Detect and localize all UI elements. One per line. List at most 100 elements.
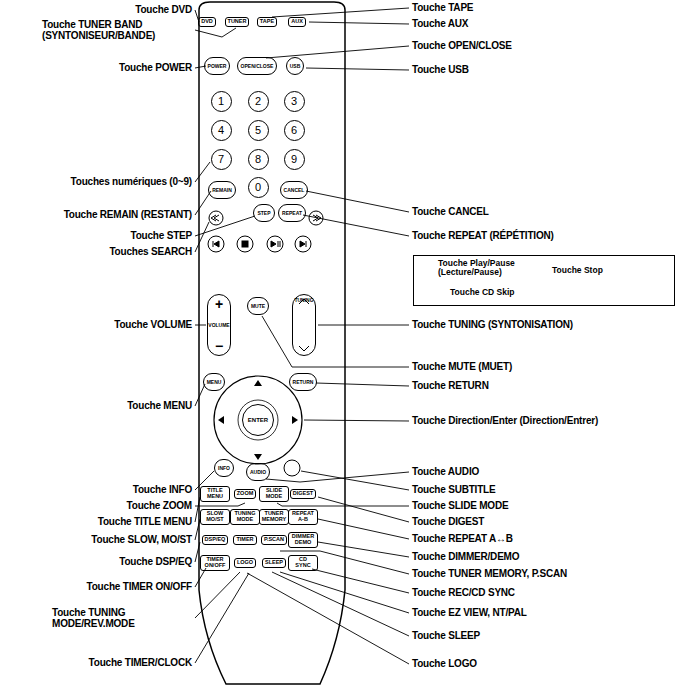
callout-label: Touche USB: [412, 64, 469, 76]
callout-label: Touche DIGEST: [412, 516, 484, 528]
leader-line: [195, 573, 249, 663]
enter-button: ENTER: [242, 404, 274, 436]
button-text: SLOW MO/ST: [203, 511, 227, 523]
leader-line: [272, 572, 409, 636]
button-text: MUTE: [251, 303, 265, 309]
number-button: 9: [284, 149, 305, 170]
button-key: DSP/EQ: [202, 535, 229, 545]
round-button: REMAIN: [208, 181, 236, 199]
callout-label: Touche VOLUME: [114, 319, 192, 331]
button-text: REPEAT: [282, 210, 302, 216]
button-text: CANCEL: [284, 187, 305, 193]
button-key: DIMMER DEMO: [288, 532, 318, 548]
button-text: DIMMER DEMO: [291, 534, 315, 546]
callout-label: Touche SLIDE MODE: [412, 500, 508, 512]
button-text: STEP: [257, 210, 270, 216]
button-text: TIMER ON/OFF: [203, 557, 227, 569]
button-text: RETURN: [293, 379, 314, 385]
button-text: 4: [218, 124, 224, 136]
number-button: 4: [211, 120, 232, 141]
leader-line: [303, 215, 409, 236]
number-button: 7: [211, 149, 232, 170]
leader-line: [247, 573, 409, 664]
button-text: TUNING MODE: [233, 511, 257, 523]
button-key: TUNING MODE: [230, 509, 260, 525]
leader-line: [318, 325, 409, 326]
button-key: TUNER: [225, 17, 250, 27]
callout-label: Touche DVD: [135, 4, 192, 16]
button-text: 6: [291, 124, 297, 136]
number-button: 3: [284, 91, 305, 112]
callout-label: Touche CANCEL: [412, 206, 489, 218]
round-button: OPEN/CLOSE: [237, 57, 278, 75]
button-text: AUX: [291, 19, 303, 25]
button-text: Touche Play/Pause (Lecture/Pause): [438, 259, 534, 278]
round-button: MUTE: [247, 297, 269, 315]
callout-label: Touche RETURN: [412, 380, 489, 392]
round-button: INFO: [214, 459, 234, 477]
button-text: POWER: [208, 63, 227, 69]
button-key: TITLE MENU: [200, 486, 230, 502]
button-key: P.SCAN: [261, 535, 287, 545]
callout-label: Touche SLEEP: [412, 630, 480, 642]
callout-label: Touche ZOOM: [127, 500, 192, 512]
callout-label: Touche TAPE: [412, 2, 473, 14]
button-key: SLIDE MODE: [259, 486, 289, 502]
button-text: ENTER: [248, 417, 268, 423]
callout-label: Touche EZ VIEW, NT/PAL: [412, 607, 527, 619]
button-text: MENU: [207, 379, 222, 385]
rocker-button: +VOLUME−: [207, 294, 231, 356]
button-text: OPEN/CLOSE: [241, 63, 274, 69]
callout-label: Touche OPEN/CLOSE: [412, 40, 512, 52]
leader-line: [195, 572, 240, 618]
button-key: LOGO: [234, 558, 256, 568]
callout-label: Touche DSP/EQ: [119, 556, 192, 568]
button-text: 9: [291, 153, 297, 165]
leader-line: [262, 316, 409, 367]
callout-label: Touche SLOW, MO/ST: [91, 534, 192, 546]
button-text: +: [215, 297, 223, 311]
callout-label: Touche AUDIO: [412, 466, 479, 478]
button-text: TUNER: [228, 19, 247, 25]
direction-pad: [214, 376, 302, 464]
leader-line: [195, 162, 210, 182]
leader-line: [318, 542, 409, 557]
round-button: CANCEL: [280, 181, 309, 199]
button-text: TITLE MENU: [203, 488, 227, 500]
button-text: CD SYNC: [291, 557, 315, 569]
button-text: SLEEP: [265, 560, 283, 566]
leader-line: [195, 28, 236, 37]
callout-label: Touches SEARCH: [109, 246, 192, 258]
button-key: CD SYNC: [288, 555, 318, 571]
round-button: POWER: [204, 57, 231, 75]
leader-line: [312, 569, 409, 593]
number-button: 2: [248, 91, 269, 112]
number-button: 8: [248, 149, 269, 170]
button-text: DIGEST: [293, 491, 313, 497]
callout-label: Touche LOGO: [412, 658, 477, 670]
callout-label: Touche AUX: [412, 18, 468, 30]
button-key: TIMER ON/OFF: [200, 555, 230, 571]
transport-buttons: [208, 236, 311, 252]
button-text: ZOOM: [237, 491, 254, 497]
callout-label: Touche REPEAT (RÉPÉTITION): [412, 230, 554, 242]
button-text: USB: [290, 63, 301, 69]
button-text: TUNER MEMORY: [262, 511, 287, 523]
button-text: INFO: [218, 465, 230, 471]
button-key: DVD: [198, 17, 216, 27]
leader-line: [306, 68, 409, 70]
number-button: 1: [211, 91, 232, 112]
button-key: ZOOM: [234, 489, 257, 499]
callout-label: Touche REMAIN (RESTANT): [64, 209, 192, 221]
button-text: TIMER: [236, 537, 253, 543]
legend-box: Touche Play/Pause (Lecture/Pause) Touche …: [413, 255, 675, 306]
button-text: 1: [218, 95, 224, 107]
callout-label: Touche TIMER/CLOCK: [89, 657, 192, 669]
button-text: Touche CD Skip: [450, 288, 515, 297]
number-button: 5: [248, 120, 269, 141]
button-key: AUX: [288, 17, 306, 27]
callout-label: Touche STEP: [130, 230, 192, 242]
round-button: RETURN: [289, 373, 318, 391]
button-text: Touche Stop: [552, 266, 603, 275]
